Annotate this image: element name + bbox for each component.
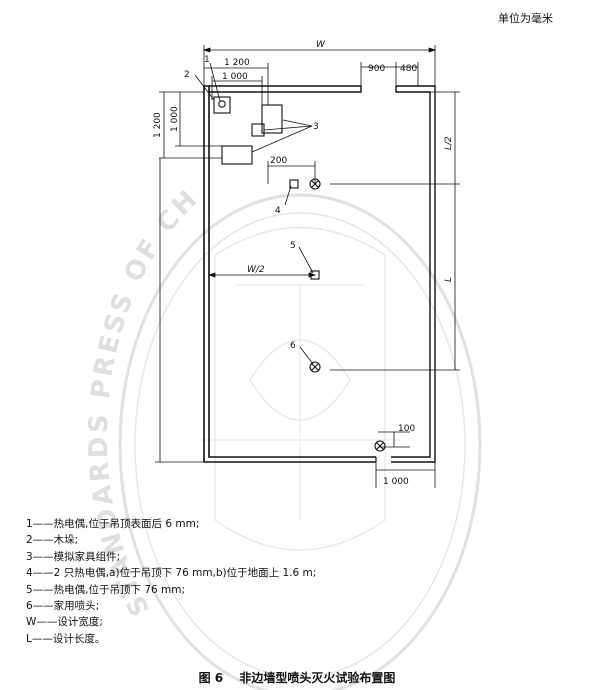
thermocouple-center: [310, 270, 320, 280]
half-width-label: W/2: [247, 265, 265, 275]
legend-item-5: 5——热电偶,位于吊顶下 76 mm;: [26, 583, 186, 596]
legend-item-l: L——设计长度。: [26, 632, 106, 645]
half-length-label: L/2: [444, 136, 454, 150]
dimension-lines: [155, 45, 460, 488]
dim-1000-bottom: 1 000: [383, 477, 409, 487]
corner-sprinkler-icon: [374, 440, 386, 452]
residential-sprinkler-icon: [309, 361, 321, 373]
length-label: L: [444, 277, 454, 282]
callout-2: 2: [184, 70, 190, 80]
leader-lines: [194, 62, 314, 365]
callout-3: 3: [313, 122, 319, 132]
legend-item-3: 3——模拟家具组件;: [26, 550, 121, 563]
dim-100: 100: [398, 424, 415, 434]
figure-number: 图 6: [198, 671, 224, 685]
dim-200: 200: [270, 156, 287, 166]
wood-crib: [213, 96, 231, 114]
legend-item-w: W——设计宽度;: [26, 616, 103, 629]
callout-numbers: 1 2 3 4 5 6: [184, 55, 319, 351]
width-label: W: [316, 40, 326, 50]
dim-900: 900: [368, 64, 385, 74]
dim-1200-top: 1 200: [224, 58, 250, 68]
sprinkler-icon: [309, 178, 321, 190]
callout-1: 1: [204, 55, 210, 65]
dim-1000-top: 1 000: [222, 72, 248, 82]
components: [213, 96, 386, 452]
unit-label: 单位为毫米: [498, 12, 553, 25]
legend-item-2: 2——木垛;: [26, 534, 79, 547]
legend-item-4: 4——2 只热电偶,a)位于吊顶下 76 mm,b)位于地面上 1.6 m;: [26, 567, 317, 580]
furniture-block-c: [221, 145, 253, 165]
dim-1000-left: 1 000: [170, 106, 180, 132]
figure-caption: 图 6 非边墙型喷头灭火试验布置图: [0, 669, 594, 686]
thermocouple-ceiling: [218, 100, 226, 108]
thermocouple-pair: [289, 179, 299, 189]
legend-item-1: 1——热电偶,位于吊顶表面后 6 mm;: [26, 518, 200, 530]
dim-1200-left: 1 200: [153, 112, 163, 138]
figure-title: 非边墙型喷头灭火试验布置图: [239, 671, 396, 685]
legend: 1——热电偶,位于吊顶表面后 6 mm; 2——木垛; 3——模拟家具组件; 4…: [26, 516, 316, 647]
furniture-block-a: [261, 104, 283, 134]
dim-480: 480: [400, 64, 417, 74]
legend-item-6: 6——家用喷头;: [26, 600, 100, 613]
callout-5: 5: [290, 241, 296, 251]
callout-6: 6: [290, 341, 296, 351]
dimension-labels: W 1 200 1 000 900 480 1 200 1 000 L/2 L …: [153, 40, 454, 487]
callout-4: 4: [275, 206, 281, 216]
